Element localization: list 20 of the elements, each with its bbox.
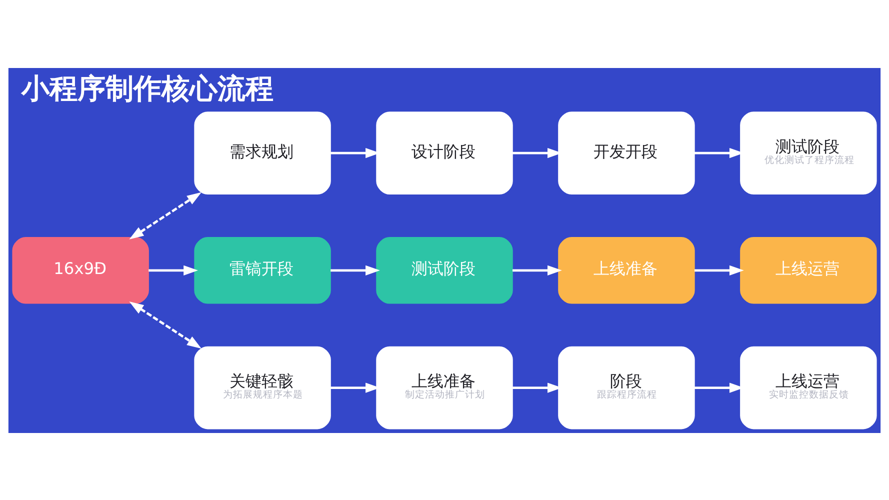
node-box: 16x9Đ bbox=[12, 236, 149, 304]
arrow bbox=[512, 264, 562, 275]
node-box: 阶段 跟踪程序流程 bbox=[558, 346, 695, 429]
node-box: 雷镐开段 bbox=[194, 236, 331, 304]
node-box: 上线运营 bbox=[740, 236, 877, 304]
node-box: 测试阶段 优化测试了程序流程 bbox=[740, 111, 877, 194]
node-box: 关键轻骸 为拓展规程序本题 bbox=[194, 346, 331, 429]
node-box: 测试阶段 bbox=[376, 236, 513, 304]
arrow bbox=[148, 264, 198, 275]
node-box: 开发开段 bbox=[558, 111, 695, 194]
node-box: 设计阶段 bbox=[376, 111, 513, 194]
arrow bbox=[129, 192, 202, 239]
arrow bbox=[129, 300, 202, 348]
node-box: 上线运营 实时监控数据反馈 bbox=[740, 346, 877, 429]
node-box: 上线准备 bbox=[558, 236, 695, 304]
arrow bbox=[330, 264, 380, 275]
arrow bbox=[694, 264, 744, 275]
node-box: 需求规划 bbox=[194, 111, 331, 194]
node-box: 上线准备 制定活动推广计划 bbox=[376, 346, 513, 429]
diagram-title: 小程序制作核心流程 bbox=[21, 71, 274, 104]
